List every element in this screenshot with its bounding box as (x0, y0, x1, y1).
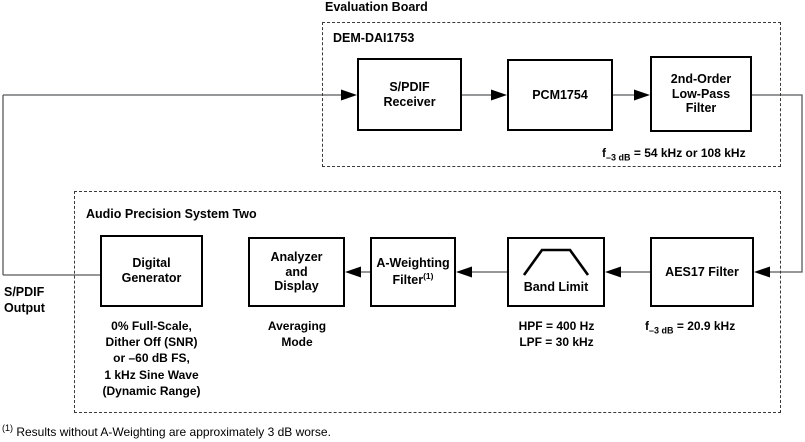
caption-band-limit-line1: HPF = 400 Hz (518, 319, 595, 333)
caption-aes17-f3db: f–3 dB = 20.9 kHz (645, 318, 760, 337)
label-spdif-output-line1: S/PDIF (4, 285, 45, 299)
caption-digital-generator-line1: 0% Full-Scale, (111, 319, 192, 333)
bandpass-response-icon (522, 248, 590, 276)
block-digital-generator-line1: Digital (132, 256, 171, 271)
caption-lowpass-f3db: f–3 dB = 54 kHz or 108 kHz (602, 145, 782, 164)
group-audio-precision-system-two (74, 191, 781, 413)
block-a-weighting-filter[interactable]: A-Weighting Filter(1) (370, 237, 456, 307)
caption-aes17-f3db-value: = 20.9 kHz (673, 319, 736, 333)
caption-aes17-f3db-prefix: f (645, 319, 649, 333)
block-spdif-receiver-line1: S/PDIF (389, 79, 430, 94)
block-lowpass-filter-line3: Filter (685, 101, 717, 116)
label-spdif-output-line2: Output (4, 300, 45, 315)
block-pcm1754[interactable]: PCM1754 (507, 59, 613, 131)
block-a-weighting-line1: A-Weighting (376, 256, 450, 271)
block-aes17-filter[interactable]: AES17 Filter (650, 237, 754, 307)
label-spdif-output: S/PDIF Output (4, 285, 45, 316)
caption-lowpass-f3db-sub: –3 dB (606, 152, 631, 163)
caption-digital-generator-line3: or –60 dB FS, (113, 351, 190, 366)
group-title-audio-precision: Audio Precision System Two (86, 207, 257, 221)
block-spdif-receiver[interactable]: S/PDIF Receiver (357, 58, 462, 131)
block-analyzer-and-display[interactable]: Analyzer and Display (248, 237, 345, 307)
caption-digital-generator: 0% Full-Scale, Dither Off (SNR) or –60 d… (51, 318, 252, 399)
block-lowpass-filter-line2: Low-Pass (671, 86, 731, 101)
caption-digital-generator-line4: 1 kHz Sine Wave (104, 367, 199, 382)
footnote-text: Results without A-Weighting are approxim… (16, 425, 331, 439)
block-a-weighting-footnote-marker: (1) (423, 270, 434, 281)
caption-digital-generator-line2: Dither Off (SNR) (105, 335, 198, 350)
block-lowpass-filter-line1: 2nd-Order (670, 71, 732, 86)
block-analyzer-line1: Analyzer (270, 249, 323, 264)
block-band-limit[interactable]: Band Limit (507, 237, 605, 307)
block-band-limit-label: Band Limit (523, 280, 589, 294)
block-analyzer-line3: Display (274, 279, 319, 294)
caption-analyzer-line2: Mode (281, 335, 313, 350)
caption-analyzer-line1: Averaging (267, 319, 327, 333)
caption-aes17-f3db-sub: –3 dB (649, 325, 674, 336)
block-a-weighting-line2: Filter (392, 273, 424, 288)
caption-lowpass-f3db-value: = 54 kHz or 108 kHz (630, 146, 746, 160)
caption-analyzer: Averaging Mode (247, 318, 347, 350)
group-evaluation-board (322, 22, 781, 167)
caption-band-limit: HPF = 400 Hz LPF = 30 kHz (499, 318, 614, 350)
footnote-marker: (1) (2, 423, 13, 433)
block-analyzer-line2: and (285, 264, 308, 279)
caption-digital-generator-line5: (Dynamic Range) (102, 383, 201, 398)
group-title-dem-dai1753: DEM-DAI1753 (333, 31, 415, 45)
block-lowpass-filter[interactable]: 2nd-Order Low-Pass Filter (650, 56, 752, 132)
group-title-evaluation-board: Evaluation Board (325, 0, 428, 14)
block-pcm1754-label: PCM1754 (532, 87, 588, 102)
footnote: (1) Results without A-Weighting are appr… (2, 423, 331, 439)
block-aes17-filter-label: AES17 Filter (665, 264, 739, 279)
block-digital-generator-line2: Generator (121, 271, 182, 285)
caption-lowpass-f3db-prefix: f (602, 146, 606, 160)
block-digital-generator[interactable]: Digital Generator (100, 235, 203, 307)
block-spdif-receiver-line2: Receiver (383, 94, 436, 109)
caption-band-limit-line2: LPF = 30 kHz (519, 335, 594, 350)
